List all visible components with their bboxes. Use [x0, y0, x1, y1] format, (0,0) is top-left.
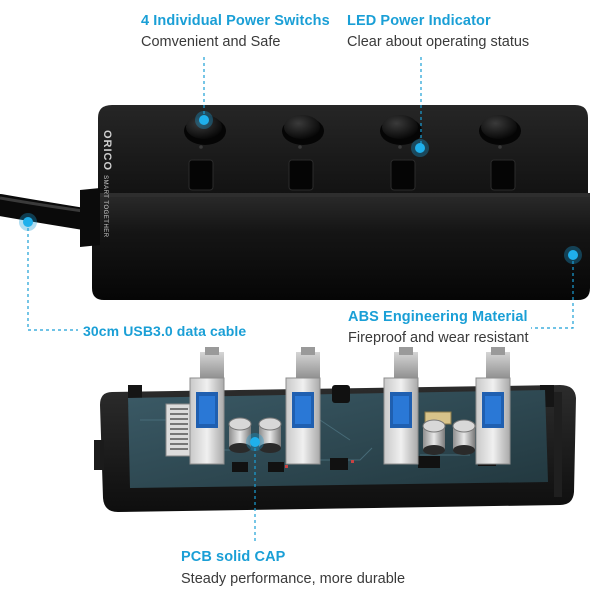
callout-dot-icon	[195, 111, 213, 129]
power-switch-icon	[479, 115, 521, 191]
power-switches	[184, 115, 521, 191]
usb-port-icon	[383, 347, 419, 465]
callout-dot-icon	[246, 433, 264, 451]
callout-title: 4 Individual Power Switchs	[141, 13, 330, 29]
capacitor-icon	[452, 419, 476, 455]
callout-power-switches: 4 Individual Power Switchs Comvenient an…	[141, 12, 330, 51]
callout-subtitle: Fireproof and wear resistant	[348, 330, 529, 346]
callout-lines	[27, 57, 574, 543]
callout-dot-icon	[564, 246, 582, 264]
led-indicator-icon	[411, 139, 429, 157]
pin-header	[165, 403, 193, 457]
callout-subtitle: Comvenient and Safe	[141, 34, 281, 50]
usb-port-icon	[285, 347, 321, 465]
capacitor-icon	[422, 419, 446, 455]
callout-title: ABS Engineering Material	[348, 309, 528, 325]
usb-port-icon	[189, 347, 225, 465]
brand-logo: ORICO SMART TOGETHER	[101, 130, 113, 238]
callout-dot-icon	[19, 213, 37, 231]
capacitor-icon	[258, 417, 282, 453]
brand-tagline: SMART TOGETHER	[102, 175, 108, 238]
callout-title: LED Power Indicator	[347, 13, 491, 29]
callout-title: PCB solid CAP	[181, 549, 286, 565]
callout-dots	[19, 111, 582, 451]
power-switch-icon	[184, 115, 226, 191]
usb-port-icon	[475, 347, 511, 465]
callout-led-indicator: LED Power Indicator Clear about operatin…	[347, 12, 529, 51]
callout-data-cable: 30cm USB3.0 data cable	[83, 322, 246, 340]
brand-name: ORICO	[101, 130, 113, 172]
chips	[232, 385, 496, 472]
capacitors	[228, 417, 476, 455]
callout-subtitle: Clear about operating status	[347, 34, 530, 50]
capacitor-icon	[228, 417, 252, 453]
power-switch-icon	[380, 115, 422, 191]
callout-subtitle: Steady performance, more durable	[181, 571, 406, 587]
usb-ports	[189, 347, 511, 465]
callout-title: 30cm USB3.0 data cable	[83, 323, 247, 339]
usb-cable	[0, 194, 101, 231]
callout-abs-material: ABS Engineering Material Fireproof and w…	[348, 308, 529, 347]
callout-pcb-cap: PCB solid CAP Steady performance, more d…	[181, 548, 405, 588]
power-switch-icon	[282, 115, 324, 191]
